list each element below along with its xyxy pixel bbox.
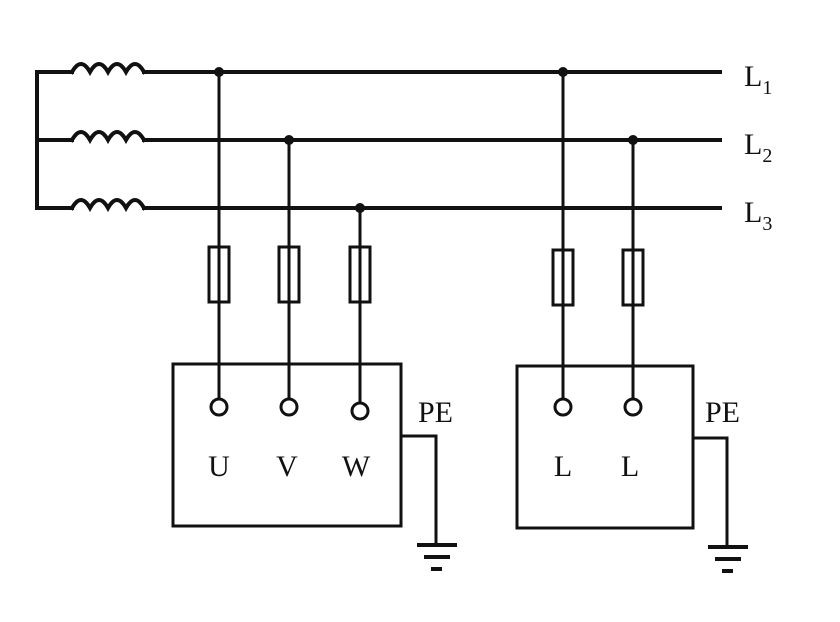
line-label-l3: L3 xyxy=(744,196,772,235)
coil-l1 xyxy=(35,62,147,77)
pe-label-three-phase: PE xyxy=(418,396,453,429)
terminal-label-v: V xyxy=(276,450,298,483)
junction-node xyxy=(284,135,294,145)
fuse-l-left xyxy=(551,248,575,307)
single-phase-load-box xyxy=(515,364,695,530)
line-label-l1: L1 xyxy=(744,60,772,99)
ground-symbol-icon xyxy=(417,543,457,571)
terminal-label-u: U xyxy=(208,450,230,483)
terminal-l-right xyxy=(623,397,643,417)
terminal-w xyxy=(350,401,370,421)
terminal-label-l-left: L xyxy=(554,450,572,483)
fuse-l-right xyxy=(621,248,645,307)
junction-node xyxy=(214,67,224,77)
terminal-v xyxy=(279,397,299,417)
coil-l3 xyxy=(35,198,147,213)
terminal-u xyxy=(209,397,229,417)
terminal-label-l-right: L xyxy=(621,450,639,483)
ground-symbol-icon xyxy=(708,545,748,573)
junction-node xyxy=(355,203,365,213)
pe-wire-single-phase xyxy=(693,436,729,547)
junction-node xyxy=(628,135,638,145)
fuse-w xyxy=(348,245,372,304)
junction-node xyxy=(558,67,568,77)
fuse-u xyxy=(207,245,231,304)
line-label-l2: L2 xyxy=(744,128,772,167)
three-phase-load-box xyxy=(171,362,403,528)
terminal-label-w: W xyxy=(342,450,371,483)
pe-wire-three-phase xyxy=(401,434,438,545)
fuse-v xyxy=(277,245,301,304)
coil-l2 xyxy=(35,130,147,145)
pe-label-single-phase: PE xyxy=(705,396,740,429)
terminal-l-left xyxy=(553,397,573,417)
